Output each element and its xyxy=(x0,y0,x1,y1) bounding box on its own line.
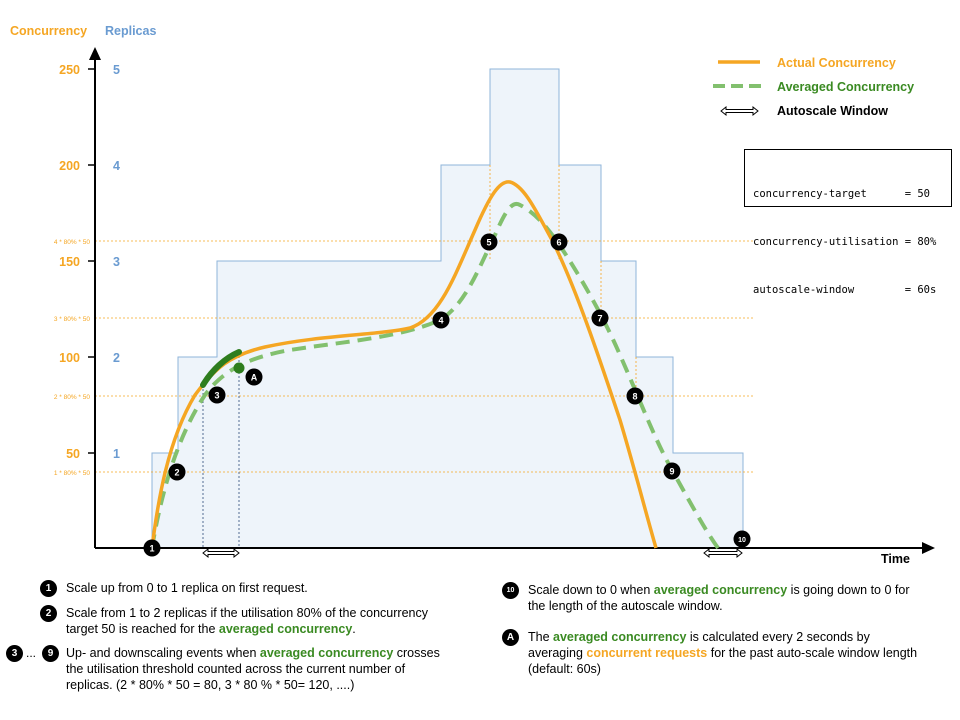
window-guides xyxy=(202,352,240,548)
replicas-area xyxy=(151,68,744,549)
note-10-text: Scale down to 0 when averaged concurrenc… xyxy=(528,583,910,613)
note-3-text: Up- and downscaling events when averaged… xyxy=(66,646,440,692)
svg-text:4: 4 xyxy=(438,316,443,326)
note-marker-3: 3 xyxy=(6,645,23,662)
svg-text:3: 3 xyxy=(214,391,219,401)
y-ticks xyxy=(88,68,95,454)
y-tick-150: 150 xyxy=(59,255,80,269)
averaged-concurrency-curve xyxy=(150,201,720,550)
svg-text:7: 7 xyxy=(597,314,602,324)
note-a-highlight-2: concurrent requests xyxy=(586,646,708,660)
svg-text:10: 10 xyxy=(738,537,746,544)
threshold-label-3: 3 * 80% * 50 xyxy=(54,316,91,323)
config-line-target: concurrency-target = 50 xyxy=(753,188,931,200)
x-axis-title: Time xyxy=(881,552,910,566)
chart-marker-3: 3 xyxy=(208,386,226,404)
replica-tick-2: 2 xyxy=(113,351,120,365)
legend: Actual Concurrency Averaged Concurrency … xyxy=(713,56,914,118)
threshold-label-2: 2 * 80% * 50 xyxy=(54,394,91,401)
y-axis-arrow xyxy=(89,47,101,60)
averaged-point-a xyxy=(233,362,245,374)
y-tick-50: 50 xyxy=(66,447,80,461)
replica-tick-3: 3 xyxy=(113,255,120,269)
replica-tick-4: 4 xyxy=(113,159,120,173)
chart-marker-9: 9 xyxy=(663,462,681,480)
y-tick-250: 250 xyxy=(59,63,80,77)
chart-marker-1: 1 xyxy=(143,539,161,557)
chart-marker-2: 2 xyxy=(168,463,186,481)
threshold-label-1: 1 * 80% * 50 xyxy=(54,470,91,477)
legend-averaged-label: Averaged Concurrency xyxy=(777,80,914,94)
chart-marker-4: 4 xyxy=(432,311,450,329)
config-line-window: autoscale-window = 60s xyxy=(753,284,937,296)
config-line-utilisation: concurrency-utilisation = 80% xyxy=(753,236,937,248)
legend-actual-label: Actual Concurrency xyxy=(777,56,896,70)
chart-marker-a: A xyxy=(245,368,263,386)
y-left-title: Concurrency xyxy=(10,24,87,38)
note-marker-a: A xyxy=(502,629,519,646)
svg-text:5: 5 xyxy=(486,238,491,248)
note-marker-1: 1 xyxy=(40,580,57,597)
window-arrow-2 xyxy=(703,547,743,559)
threshold-label-4: 4 * 80% * 50 xyxy=(54,239,91,246)
replica-tick-1: 1 xyxy=(113,447,120,461)
note-a-text: The averaged concurrency is calculated e… xyxy=(528,630,918,676)
svg-text:6: 6 xyxy=(556,238,561,248)
note-2-text: Scale from 1 to 2 replicas if the utilis… xyxy=(66,606,428,636)
y-tick-200: 200 xyxy=(59,159,80,173)
note-a-highlight-1: averaged concurrency xyxy=(553,630,687,644)
y-right-title: Replicas xyxy=(105,24,156,38)
svg-text:9: 9 xyxy=(669,467,674,477)
axes xyxy=(94,58,925,549)
chart-marker-7: 7 xyxy=(591,309,609,327)
legend-window-label: Autoscale Window xyxy=(777,104,888,118)
chart-marker-5: 5 xyxy=(480,233,498,251)
note-marker-2: 2 xyxy=(40,605,57,622)
svg-text:A: A xyxy=(251,373,258,383)
chart-marker-10: 10 xyxy=(733,530,751,548)
svg-text:8: 8 xyxy=(632,392,637,402)
note-10-highlight: averaged concurrency xyxy=(653,583,788,597)
x-axis-arrow xyxy=(922,542,935,554)
svg-text:2: 2 xyxy=(174,468,179,478)
note-1-text: Scale up from 0 to 1 replica on first re… xyxy=(66,581,308,595)
config-box: concurrency-target = 50 concurrency-util… xyxy=(744,149,952,296)
svg-text:1: 1 xyxy=(149,544,154,554)
note-2-highlight: averaged concurrency xyxy=(218,622,353,636)
window-arrow-1 xyxy=(202,547,240,559)
replica-tick-5: 5 xyxy=(113,63,120,77)
note-marker-9: 9 xyxy=(42,645,59,662)
note-3-highlight: averaged concurrency xyxy=(259,646,394,660)
note-dots: ... xyxy=(26,646,37,660)
chart-marker-6: 6 xyxy=(550,233,568,251)
autoscale-window-segment xyxy=(200,349,242,388)
chart-marker-8: 8 xyxy=(626,387,644,405)
y-tick-100: 100 xyxy=(59,351,80,365)
note-marker-10: 10 xyxy=(502,582,519,599)
